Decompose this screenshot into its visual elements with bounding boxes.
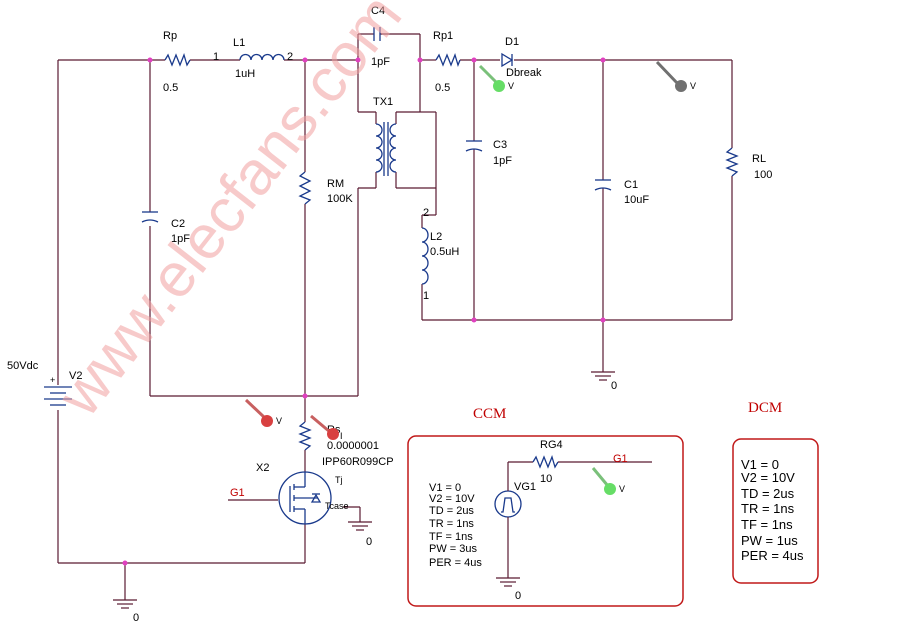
dcm-title: DCM [748,400,782,416]
probe-d1-output: V [478,64,514,92]
x2-tcase: Tcase [325,501,349,511]
c1-ref: C1 [624,179,638,191]
l2-value: 0.5uH [430,246,459,258]
inductor-l1[interactable]: L1 1uH 1 2 [213,37,293,80]
ground-output: 0 [591,371,617,392]
svg-text:V: V [619,484,625,494]
rl-ref: RL [752,153,766,165]
mosfet-x2[interactable]: X2 IPP60R099CP Tj Tcase [256,456,394,525]
svg-text:I: I [340,431,343,441]
vg1-ref: VG1 [514,481,536,493]
svg-text:V: V [508,81,514,91]
l1-pin1: 1 [213,51,219,63]
svg-text:TF = 1ns: TF = 1ns [429,531,473,543]
svg-text:0: 0 [366,536,372,548]
dcm-stimulus-panel[interactable]: DCM V1 = 0 V2 = 10V TD = 2us TR = 1ns TF… [732,400,819,584]
resistor-rl[interactable]: RL 100 [725,147,772,181]
c1-value: 10uF [624,194,649,206]
rs-value: 0.0000001 [327,440,379,452]
rp-ref: Rp [163,30,177,42]
inductor-l2[interactable]: L2 0.5uH 2 1 [421,207,459,302]
l1-value: 1uH [235,68,255,80]
transformer-tx1[interactable]: TX1 [373,96,397,176]
svg-text:V2 = 10V: V2 = 10V [429,493,475,505]
svg-text:V1 = 0: V1 = 0 [429,482,461,494]
ground-symbols: 0 0 0 [113,371,617,624]
svg-text:V1 = 0: V1 = 0 [741,457,779,472]
ccm-params: V1 = 0 V2 = 10V TD = 2us TR = 1ns TF = 1… [429,482,482,569]
resistor-rp1[interactable]: Rp1 0.5 [433,30,461,94]
capacitor-c4[interactable]: C4 1pF [371,5,390,68]
x2-tj: Tj [335,475,343,485]
v2-value: 50Vdc [7,360,39,372]
l1-ref: L1 [233,37,245,49]
v2-plus: + [50,375,55,385]
wires [57,33,733,600]
rg4-value: 10 [540,473,552,485]
probe-current-rs: I [310,414,343,441]
rl-value: 100 [754,169,772,181]
svg-text:TF = 1ns: TF = 1ns [741,517,793,532]
resistor-rm[interactable]: RM 100K [298,171,353,205]
svg-text:TD = 2us: TD = 2us [429,505,474,517]
capacitor-c1[interactable]: C1 10uF [594,179,649,206]
svg-text:PER = 4us: PER = 4us [741,548,804,563]
ccm-title: CCM [473,406,506,422]
svg-text:PW = 1us: PW = 1us [741,533,798,548]
probe-output: V [655,60,696,92]
svg-text:V2 = 10V: V2 = 10V [741,470,795,485]
voltage-source-v2[interactable]: + 50Vdc V2 [7,360,82,406]
ccm-net-g1: G1 [613,453,628,465]
capacitor-c3[interactable]: C3 1pF [465,139,512,167]
junction-dots [122,57,606,566]
probe-mosfet-drain: V [244,398,282,427]
tx1-ref: TX1 [373,96,393,108]
c4-value: 1pF [371,56,390,68]
capacitor-c2[interactable]: C2 1pF [141,211,190,245]
l2-pin2: 2 [423,207,429,219]
svg-text:PW = 3us: PW = 3us [429,543,477,555]
voltage-probes: V V V I [244,60,696,441]
v2-ref: V2 [69,370,82,382]
d1-model: Dbreak [506,67,542,79]
d1-ref: D1 [505,36,519,48]
l2-pin1: 1 [423,290,429,302]
svg-text:TD = 2us: TD = 2us [741,486,795,501]
rp1-ref: Rp1 [433,30,453,42]
c3-value: 1pF [493,155,512,167]
dcm-params: V1 = 0 V2 = 10V TD = 2us TR = 1ns TF = 1… [741,457,804,563]
c2-value: 1pF [171,233,190,245]
svg-text:TR = 1ns: TR = 1ns [429,518,474,530]
x2-ref: X2 [256,462,269,474]
c4-ref: C4 [371,5,385,17]
svg-text:V: V [276,416,282,426]
svg-text:PER = 4us: PER = 4us [429,557,482,569]
svg-text:TR = 1ns: TR = 1ns [741,501,795,516]
watermark-text: www.elecfans.com [44,0,415,429]
x2-model: IPP60R099CP [322,456,394,468]
c2-ref: C2 [171,218,185,230]
rm-ref: RM [327,178,344,190]
rp1-value: 0.5 [435,82,450,94]
rg4-ref: RG4 [540,439,563,451]
diode-d1[interactable]: D1 Dbreak [501,36,542,79]
c3-ref: C3 [493,139,507,151]
ground-tcase: 0 [348,521,372,548]
svg-text:0: 0 [133,612,139,624]
rp-value: 0.5 [163,82,178,94]
ccm-stimulus-panel[interactable]: CCM 0 RG4 10 VG1 G1 V V1 = 0 V2 = 10V TD… [407,406,684,607]
rm-value: 100K [327,193,353,205]
svg-text:V: V [690,81,696,91]
svg-text:0: 0 [515,590,521,602]
svg-text:G1: G1 [230,487,245,499]
resistor-rp[interactable]: Rp 0.5 [163,30,191,94]
svg-text:0: 0 [611,380,617,392]
ground-left: 0 [113,599,139,624]
net-label-g1-main: G1 [230,487,245,499]
l1-pin2: 2 [287,51,293,63]
l2-ref: L2 [430,231,442,243]
